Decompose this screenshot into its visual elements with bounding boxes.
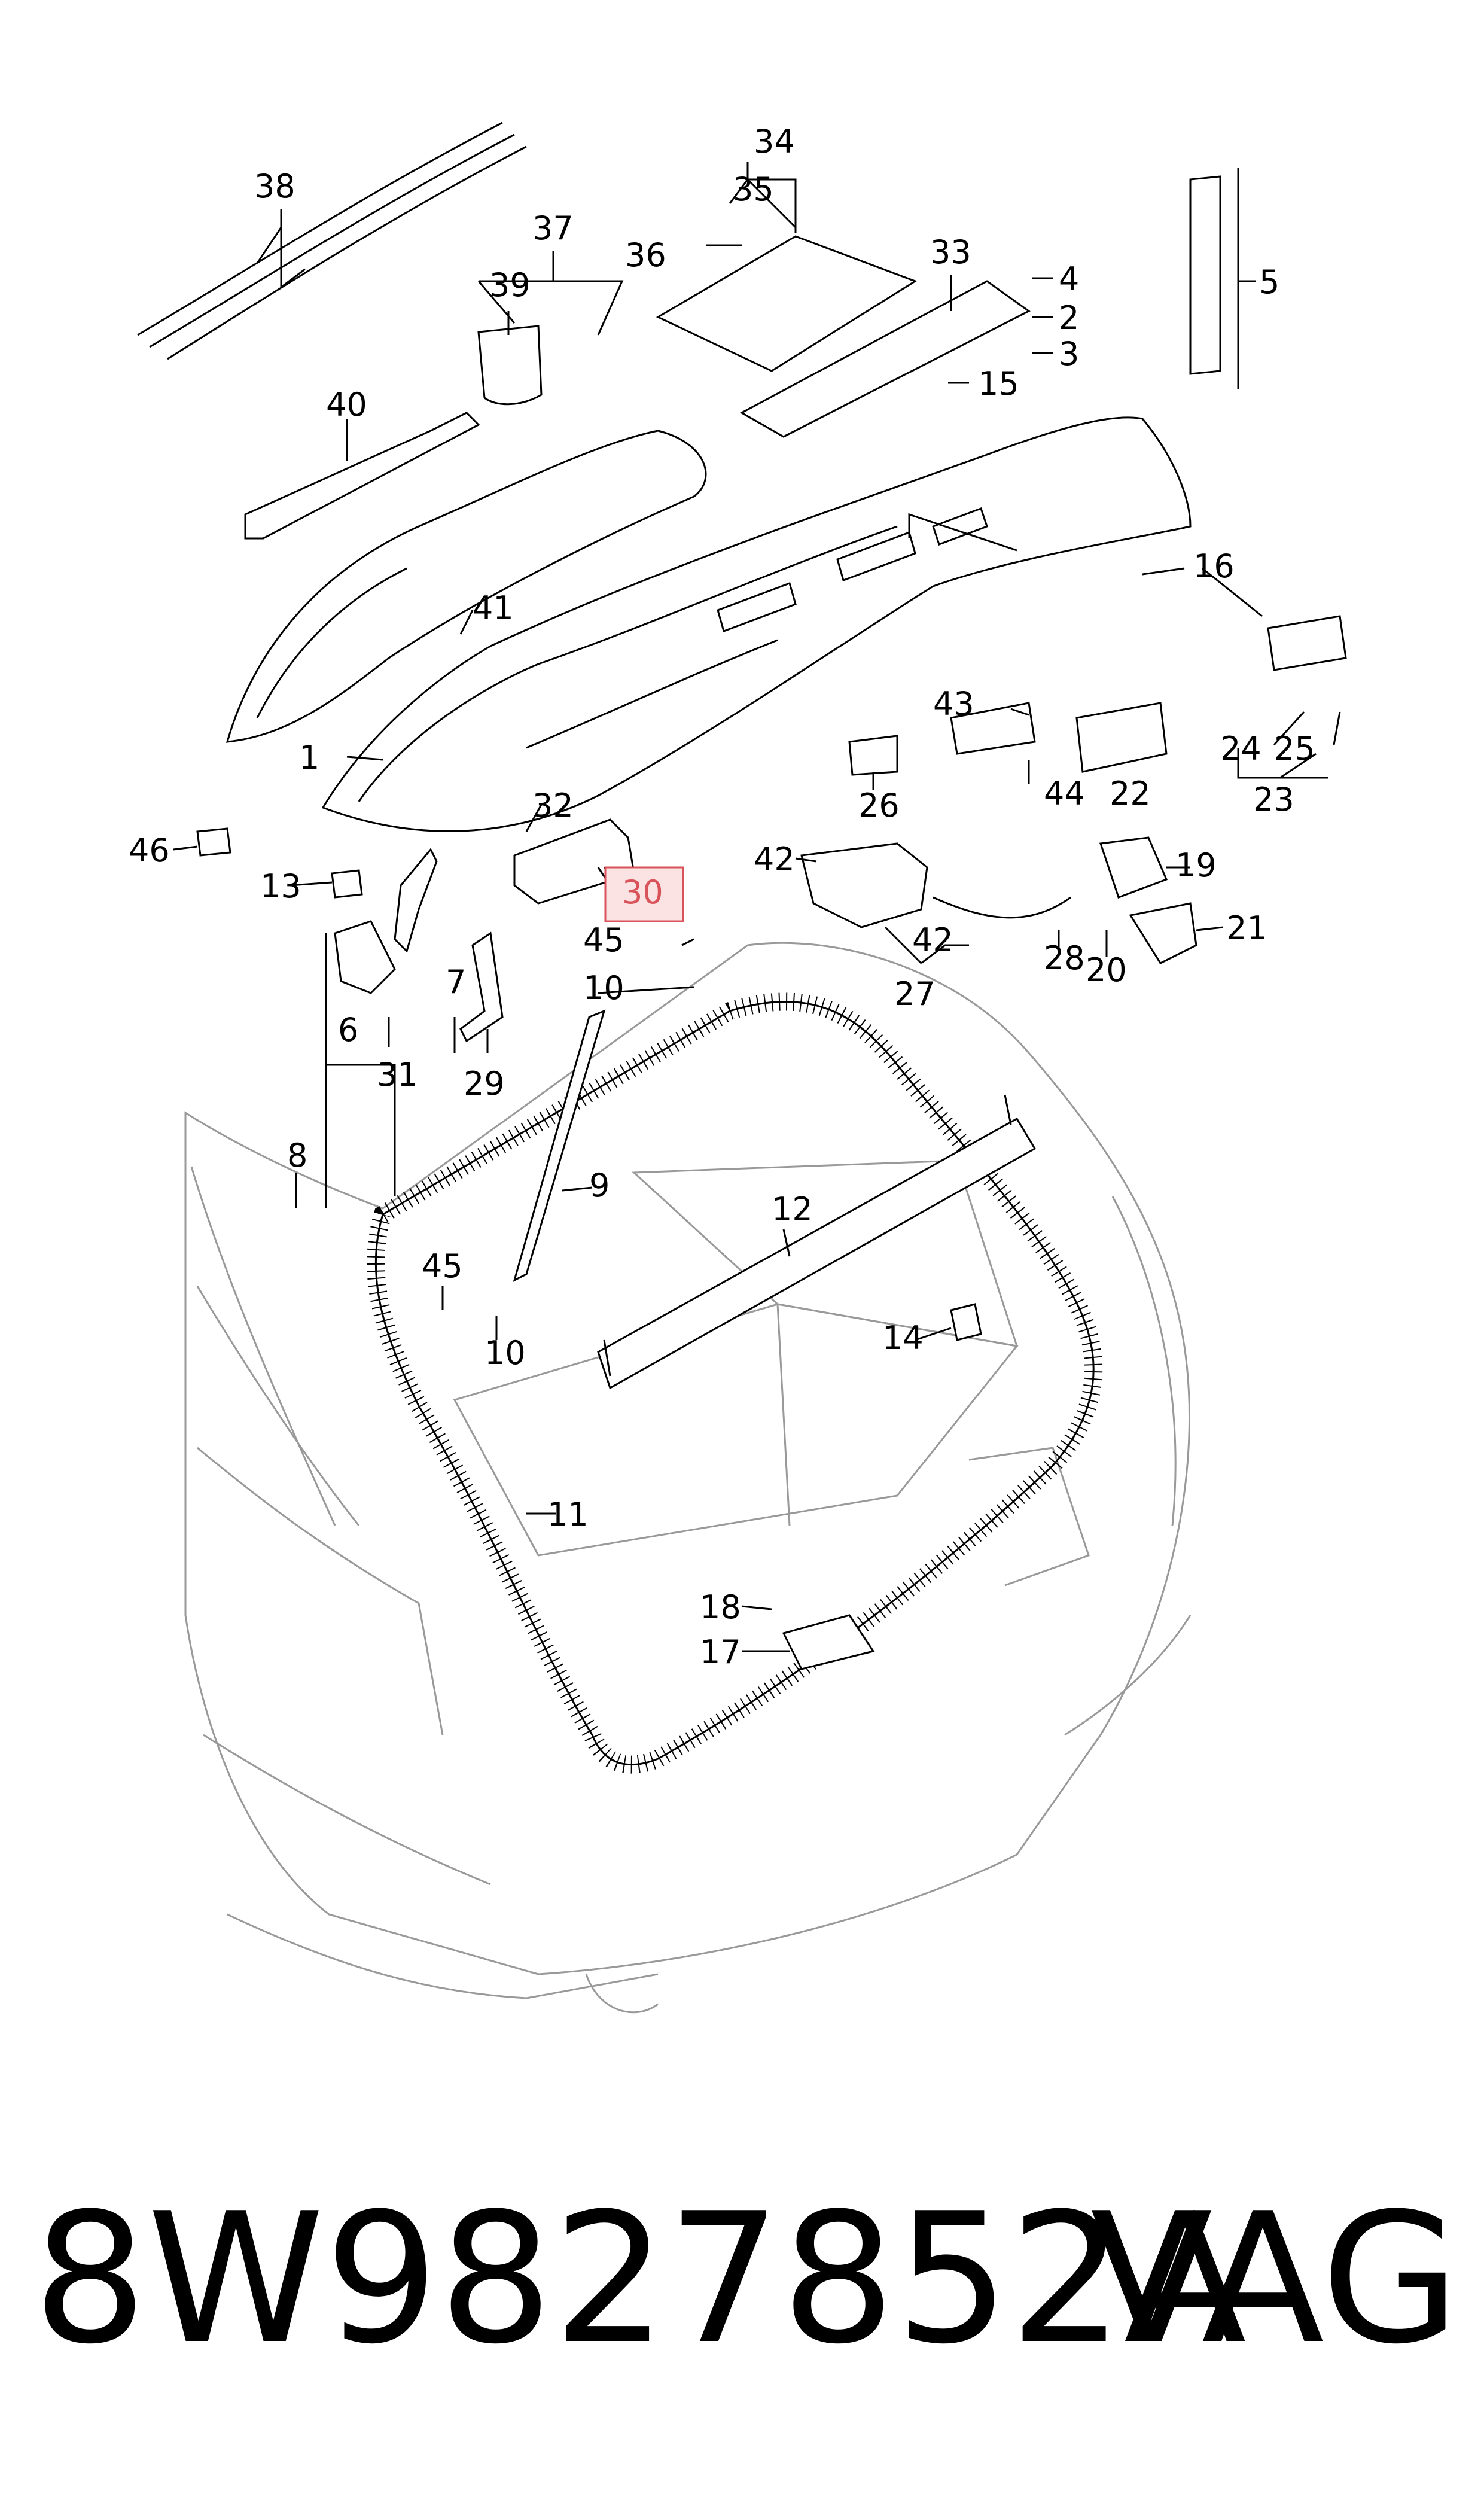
callout-20: 20 <box>1086 951 1127 989</box>
cross-member <box>597 1117 1037 1390</box>
callout-19: 19 <box>1175 847 1217 884</box>
callout-13: 13 <box>260 867 301 905</box>
callout-labels: 38 37 39 40 34 35 36 33 4 2 3 5 15 16 41… <box>129 123 1315 1671</box>
callout-8: 8 <box>287 1137 307 1174</box>
callout-45b: 45 <box>422 1247 463 1285</box>
callout-45a: 45 <box>583 921 624 959</box>
striker-17 <box>782 1614 875 1670</box>
hinge-6 <box>334 920 396 994</box>
callout-21: 21 <box>1226 909 1267 947</box>
callout-16: 16 <box>1193 547 1235 585</box>
callout-46: 46 <box>129 832 170 869</box>
callout-34: 34 <box>754 123 795 160</box>
callout-33: 33 <box>930 233 971 271</box>
switch-22 <box>1075 702 1168 773</box>
callout-2: 2 <box>1059 299 1079 337</box>
callout-38: 38 <box>254 168 295 205</box>
callout-37: 37 <box>532 209 574 247</box>
trim-strips <box>137 121 527 360</box>
callout-12: 12 <box>772 1191 813 1228</box>
nut-14 <box>950 1303 982 1341</box>
camera-23 <box>1267 615 1347 671</box>
spoiler <box>244 412 480 540</box>
callout-7: 7 <box>446 963 466 1001</box>
callout-35: 35 <box>733 170 774 208</box>
callout-10a: 10 <box>583 969 624 1007</box>
drive-unit-27 <box>800 842 928 928</box>
callout-25: 25 <box>1274 730 1315 768</box>
callout-3: 3 <box>1059 335 1079 373</box>
highlight-box-border <box>604 866 684 922</box>
tailgate-inner-trim <box>226 430 707 743</box>
wire-28 <box>933 896 1071 919</box>
brand-name: VAG <box>1090 2175 1460 2383</box>
callout-44: 44 <box>1044 775 1085 812</box>
callout-43: 43 <box>933 685 974 723</box>
callout-1: 1 <box>299 739 319 777</box>
callout-24: 24 <box>1220 730 1261 768</box>
arm-29 <box>459 931 504 1043</box>
door-seal-outline <box>374 1000 1095 1766</box>
lock-19 <box>1099 836 1168 899</box>
callout-26: 26 <box>858 787 900 824</box>
highlight-box <box>605 867 683 921</box>
callout-5: 5 <box>1259 263 1279 301</box>
callout-30: 30 <box>622 873 663 911</box>
vehicle-body-outline <box>184 942 1192 2014</box>
switch-26 <box>848 735 898 776</box>
callout-11: 11 <box>547 1496 589 1533</box>
callout-28: 28 <box>1044 939 1085 977</box>
callout-18: 18 <box>700 1588 741 1626</box>
callout-15: 15 <box>978 365 1019 403</box>
plate-cover <box>739 280 1031 438</box>
tailgate-outer-panel <box>321 416 1192 832</box>
screws-5 <box>1189 175 1221 375</box>
callout-31: 31 <box>377 1056 418 1094</box>
callout-14: 14 <box>882 1319 924 1357</box>
arm-7 <box>394 848 438 953</box>
part-number: 8W9827852A <box>33 2175 1247 2383</box>
plate-bracket <box>656 235 918 372</box>
bag-icon <box>477 325 543 406</box>
strut-9 <box>513 1009 606 1282</box>
callout-17: 17 <box>700 1633 741 1671</box>
buffer-13 <box>331 869 363 899</box>
leader-lines <box>173 162 1341 1652</box>
bracket-43 <box>950 702 1036 755</box>
callout-6: 6 <box>338 1011 358 1049</box>
callout-10b: 10 <box>484 1334 526 1372</box>
callout-4: 4 <box>1059 260 1079 298</box>
callout-22: 22 <box>1110 775 1151 812</box>
callout-36: 36 <box>625 236 666 274</box>
callout-23: 23 <box>1253 781 1294 818</box>
callout-9: 9 <box>589 1167 610 1204</box>
callout-29: 29 <box>464 1065 505 1103</box>
handle-21 <box>1129 902 1197 964</box>
callout-40: 40 <box>326 386 367 424</box>
callout-32: 32 <box>532 787 574 824</box>
callout-41: 41 <box>473 589 514 627</box>
clip-46 <box>196 827 231 857</box>
callout-42b: 42 <box>912 921 953 959</box>
callout-27: 27 <box>894 975 936 1013</box>
callout-39: 39 <box>489 266 531 304</box>
callout-42a: 42 <box>754 841 795 878</box>
parts-exploded-diagram: 38 37 39 40 34 35 36 33 4 2 3 5 15 16 41… <box>129 121 1347 2014</box>
caption-bar: 8W9827852A VAG <box>0 2142 1484 2477</box>
